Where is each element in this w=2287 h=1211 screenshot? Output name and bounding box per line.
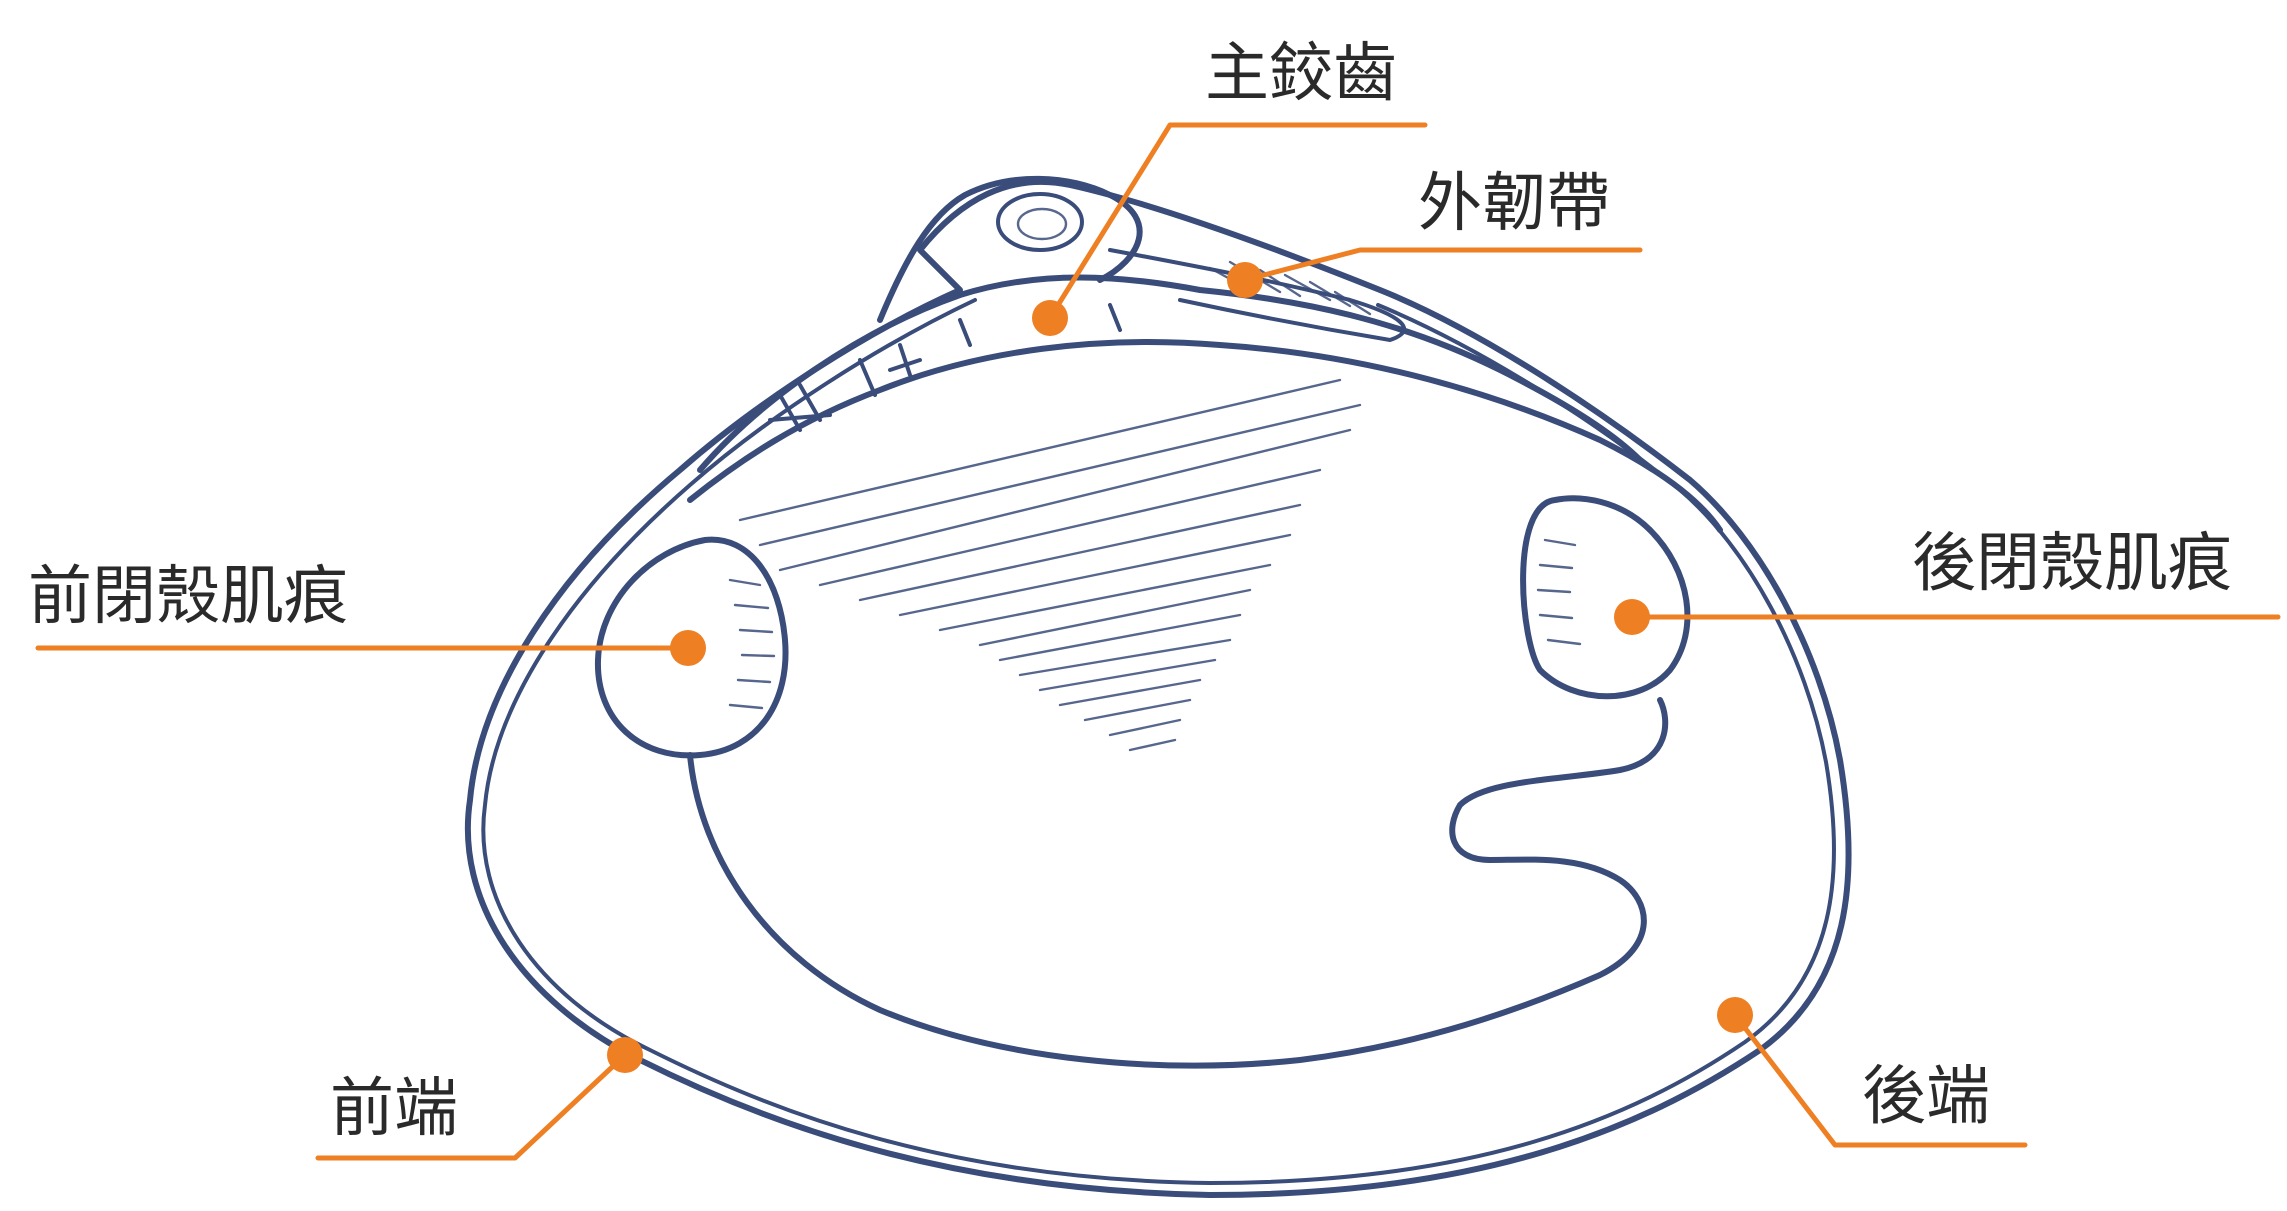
dot-main-hinge-teeth xyxy=(1032,300,1068,336)
posterior-scar-striations xyxy=(1536,538,1582,646)
label-anterior-scar: 前閉殼肌痕 xyxy=(28,560,348,634)
dot-anterior-end xyxy=(607,1037,643,1073)
label-anterior-end: 前端 xyxy=(330,1072,458,1146)
dot-anterior-scar xyxy=(670,630,706,666)
hinge-plate-bottom xyxy=(687,339,1723,533)
hinge-teeth-marks xyxy=(768,303,1122,432)
anterior-scar-outline xyxy=(594,536,789,759)
label-main-hinge-teeth: 主鉸齒 xyxy=(1205,37,1397,111)
dot-posterior-end xyxy=(1717,997,1753,1033)
hinge-plate-top xyxy=(697,274,1643,473)
pallial-line xyxy=(687,697,1669,1069)
leader-main-hinge-teeth xyxy=(1047,122,1428,321)
labels: 主鉸齒 外韌帶 前閉殼肌痕 後閉殼肌痕 前端 後端 xyxy=(28,37,2232,1146)
umbo-ring-inner xyxy=(1016,207,1068,241)
shell-outer-outline xyxy=(464,178,1852,1198)
label-external-ligament: 外韌帶 xyxy=(1418,167,1610,241)
shell-outer-outline-sketch xyxy=(481,298,1837,1185)
shell-illustration xyxy=(464,175,1852,1198)
dot-posterior-scar xyxy=(1614,599,1650,635)
leader-anterior-end xyxy=(315,1052,628,1161)
leader-external-ligament xyxy=(1242,247,1643,283)
umbo-outline xyxy=(877,175,1143,323)
umbo-ring-outer xyxy=(996,192,1084,252)
label-posterior-scar: 後閉殼肌痕 xyxy=(1912,527,2232,601)
leader-posterior-end xyxy=(1732,1012,2028,1148)
dot-external-ligament xyxy=(1227,262,1263,298)
leaders xyxy=(35,122,2281,1161)
anterior-scar-striations xyxy=(728,578,776,710)
posterior-scar-outline xyxy=(1520,495,1691,700)
interior-hatching xyxy=(738,378,1362,752)
label-posterior-end: 後端 xyxy=(1862,1060,1990,1134)
